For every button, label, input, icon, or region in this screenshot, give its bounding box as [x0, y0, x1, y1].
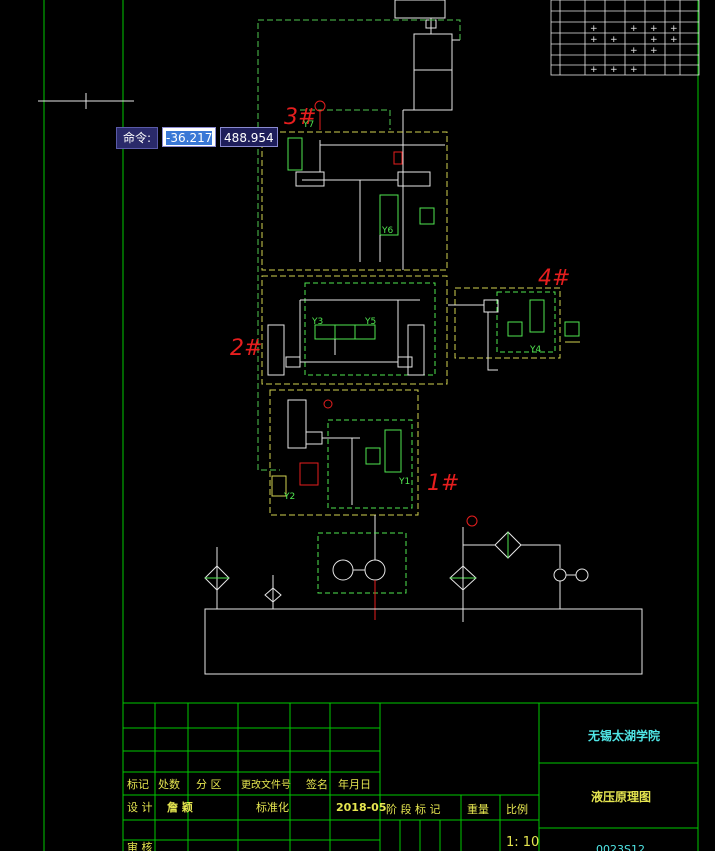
tb-drawing-number: 0023S12 — [596, 843, 645, 851]
valve-block-3 — [261, 100, 448, 271]
tb-stage-label: 阶 段 标 记 — [386, 802, 441, 816]
svg-text:+: + — [630, 46, 638, 56]
svg-text:+: + — [630, 65, 638, 75]
label-group-4: 4# — [538, 266, 570, 291]
top-table — [550, 0, 700, 76]
label-y7: Y7 — [302, 120, 314, 130]
tb-header-date: 年月日 — [338, 777, 371, 791]
label-group-1: 1# — [427, 471, 459, 496]
tb-header-signature: 签名 — [306, 777, 328, 791]
label-y6: Y6 — [381, 226, 393, 236]
svg-text:+: + — [630, 24, 638, 34]
label-y3: Y3 — [311, 317, 323, 327]
pump-motor-unit — [317, 532, 407, 620]
svg-text:+: + — [610, 35, 618, 45]
svg-text:+: + — [650, 46, 658, 56]
tb-designer-name: 詹 颖 — [167, 800, 193, 814]
tb-header-mark: 标记 — [127, 777, 149, 791]
valve-block-1 — [269, 389, 419, 560]
tb-header-change-no: 更改文件号 — [241, 778, 291, 791]
command-tooltip: 命令: -36.217 488.954 — [116, 127, 279, 149]
svg-text:+: + — [670, 35, 678, 45]
top-table-marks: ++++ ++++ ++ +++ — [590, 24, 678, 75]
title-block-text: 标记 处数 分 区 更改文件号 签名 年月日 设 计 詹 颖 标准化 2018-… — [127, 728, 660, 851]
circuit-labels: 3# 2# 1# 4# Y7 Y6 Y3 Y5 Y4 Y2 Y1 — [230, 105, 570, 502]
tb-school-name: 无锡太湖学院 — [587, 728, 660, 743]
label-y5: Y5 — [364, 317, 376, 327]
tb-header-zone: 分 区 — [196, 778, 222, 791]
title-block-grid — [123, 703, 698, 851]
svg-text:+: + — [650, 24, 658, 34]
hydraulic-cylinder — [394, 0, 460, 270]
y-coordinate-input[interactable]: 488.954 — [220, 127, 279, 147]
crosshair-cursor — [38, 93, 134, 109]
tb-drawing-name: 液压原理图 — [591, 789, 651, 804]
svg-text:+: + — [590, 35, 598, 45]
label-y2: Y2 — [283, 492, 295, 502]
tb-review-label: 审 核 — [127, 840, 153, 851]
x-coordinate-value: -36.217 — [166, 131, 213, 145]
svg-text:+: + — [670, 24, 678, 34]
oil-tank-circuit — [204, 515, 643, 675]
tb-scale-label: 比例 — [506, 802, 528, 816]
pilot-lines — [257, 19, 461, 471]
label-y1: Y1 — [398, 477, 410, 487]
svg-text:+: + — [650, 35, 658, 45]
tb-standardization: 标准化 — [256, 800, 289, 814]
valve-block-4 — [448, 287, 580, 371]
tb-header-count: 处数 — [158, 778, 180, 791]
svg-text:+: + — [590, 65, 598, 75]
x-coordinate-input[interactable]: -36.217 — [162, 127, 217, 147]
tb-weight-label: 重量 — [467, 802, 489, 816]
tb-date-value: 2018-05 — [336, 801, 387, 814]
svg-text:+: + — [610, 65, 618, 75]
svg-text:+: + — [590, 24, 598, 34]
tb-design-label: 设 计 — [127, 801, 153, 814]
valve-block-2 — [261, 275, 448, 385]
command-label: 命令: — [116, 127, 159, 149]
label-y4: Y4 — [529, 345, 541, 355]
label-group-3: 3# — [284, 105, 316, 130]
label-group-2: 2# — [230, 336, 262, 361]
tb-scale-value: 1: 10 — [506, 835, 539, 850]
